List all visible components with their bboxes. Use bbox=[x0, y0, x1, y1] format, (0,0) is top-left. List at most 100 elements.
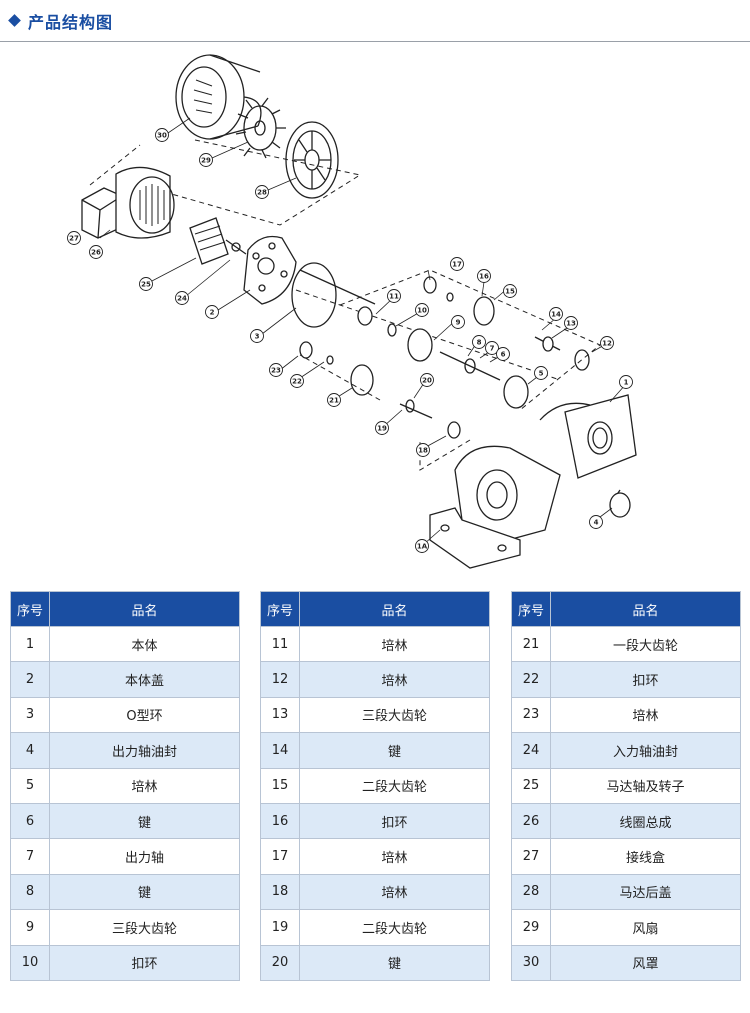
callout-circle bbox=[472, 335, 486, 349]
part-number-cell: 29 bbox=[511, 909, 551, 946]
callout-circle bbox=[175, 291, 189, 305]
part-rear-cover bbox=[285, 121, 339, 199]
part-name-cell: 三段大齿轮 bbox=[299, 696, 490, 734]
part-name-cell: 培林 bbox=[299, 838, 490, 875]
callout-circle bbox=[477, 269, 491, 283]
part-number-cell: 17 bbox=[260, 838, 300, 875]
exploded-view-diagram: 3029282726252423171615111091413876122322… bbox=[67, 54, 637, 569]
callout-13: 13 bbox=[564, 316, 578, 330]
col-header-no: 序号 bbox=[511, 591, 551, 627]
callout-label: 10 bbox=[417, 307, 427, 315]
callout-11: 11 bbox=[387, 289, 401, 303]
part-name-cell: 线圈总成 bbox=[550, 802, 741, 840]
diamond-icon bbox=[8, 14, 21, 27]
callout-label: 29 bbox=[201, 157, 211, 165]
callout-18: 18 bbox=[416, 443, 430, 457]
callout-label: 5 bbox=[539, 370, 544, 378]
callout-label: 13 bbox=[566, 320, 576, 328]
callout-12: 12 bbox=[600, 336, 614, 350]
part-o-ring bbox=[291, 262, 337, 328]
callout-circle bbox=[619, 375, 633, 389]
part-name-cell: 风扇 bbox=[550, 909, 741, 946]
part-body bbox=[539, 394, 637, 518]
callout-2: 2 bbox=[205, 305, 219, 319]
callout-circle bbox=[205, 305, 219, 319]
part-number-cell: 23 bbox=[511, 696, 551, 734]
callout-25: 25 bbox=[139, 277, 153, 291]
part-name-cell: 出力轴 bbox=[49, 838, 240, 875]
part-name-cell: 培林 bbox=[550, 696, 741, 734]
callout-30: 30 bbox=[155, 128, 169, 142]
part-name-cell: 培林 bbox=[299, 873, 490, 911]
part-number-cell: 2 bbox=[10, 661, 50, 698]
part-number-cell: 3 bbox=[10, 696, 50, 734]
callout-6: 6 bbox=[496, 347, 510, 361]
part-name-cell: 风罩 bbox=[550, 944, 741, 981]
part-number-cell: 14 bbox=[260, 732, 300, 769]
callout-label: 8 bbox=[477, 339, 482, 347]
callout-circle bbox=[450, 257, 464, 271]
part-name-cell: 马达后盖 bbox=[550, 873, 741, 911]
callout-label: 14 bbox=[551, 311, 561, 319]
part-base-body bbox=[429, 445, 561, 569]
callout-circle bbox=[89, 245, 103, 259]
part-number-cell: 7 bbox=[10, 838, 50, 875]
callout-circle bbox=[415, 303, 429, 317]
part-name-cell: 培林 bbox=[49, 767, 240, 804]
col-header-name: 品名 bbox=[49, 591, 240, 627]
callout-label: 24 bbox=[177, 295, 187, 303]
callout-label: 11 bbox=[389, 293, 399, 301]
part-number-cell: 8 bbox=[10, 873, 50, 911]
callout-circle bbox=[600, 336, 614, 350]
col-header-no: 序号 bbox=[260, 591, 300, 627]
part-number-cell: 4 bbox=[10, 732, 50, 769]
part-number-cell: 26 bbox=[511, 802, 551, 840]
callout-circle bbox=[250, 329, 264, 343]
part-name-cell: 三段大齿轮 bbox=[49, 909, 240, 946]
col-header-no: 序号 bbox=[10, 591, 50, 627]
part-number-cell: 22 bbox=[511, 661, 551, 698]
callout-1: 1 bbox=[619, 375, 633, 389]
part-name-cell: 本体盖 bbox=[49, 661, 240, 698]
callout-circle bbox=[416, 443, 430, 457]
callout-circle bbox=[564, 316, 578, 330]
callout-10: 10 bbox=[415, 303, 429, 317]
part-name-cell: 键 bbox=[49, 873, 240, 911]
part-name-cell: 键 bbox=[299, 732, 490, 769]
part-number-cell: 13 bbox=[260, 696, 300, 734]
part-name-cell: 一段大齿轮 bbox=[550, 625, 741, 663]
callout-label: 7 bbox=[490, 345, 495, 353]
part-fan-cover bbox=[175, 54, 262, 140]
part-number-cell: 30 bbox=[511, 944, 551, 981]
callout-label: 19 bbox=[377, 425, 387, 433]
callout-20: 20 bbox=[420, 373, 434, 387]
callout-label: 16 bbox=[479, 273, 489, 281]
callout-27: 27 bbox=[67, 231, 81, 245]
callout-24: 24 bbox=[175, 291, 189, 305]
part-fan bbox=[235, 97, 286, 159]
callout-circle bbox=[415, 539, 429, 553]
callout-8: 8 bbox=[472, 335, 486, 349]
callout-circle bbox=[255, 185, 269, 199]
part-name-cell: 键 bbox=[49, 802, 240, 840]
part-number-cell: 18 bbox=[260, 873, 300, 911]
callout-16: 16 bbox=[477, 269, 491, 283]
